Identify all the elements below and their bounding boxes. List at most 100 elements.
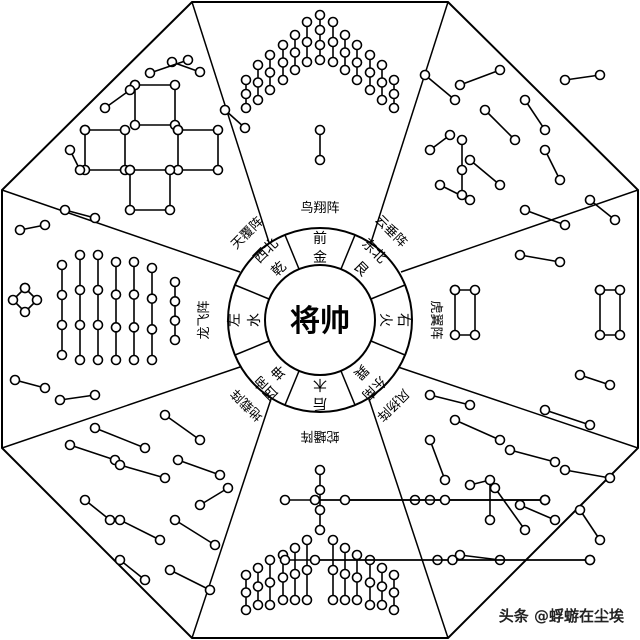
formation-node xyxy=(514,499,526,511)
formation-node xyxy=(351,549,363,561)
formation-node xyxy=(514,249,526,261)
formation-node xyxy=(7,294,19,306)
formation-node xyxy=(169,315,181,326)
formation-node xyxy=(364,67,376,78)
formation-node xyxy=(464,194,476,206)
formation-node xyxy=(419,69,431,81)
formation-node xyxy=(364,49,376,61)
formation-node xyxy=(59,204,71,216)
formation-link xyxy=(199,487,229,506)
center-label: 将帅 xyxy=(290,304,350,339)
formation-link xyxy=(459,69,501,86)
ring-element-east: 火 xyxy=(377,313,393,327)
formation-node xyxy=(434,179,446,191)
formation-node xyxy=(74,249,86,261)
formation-node xyxy=(327,564,339,576)
formation-node xyxy=(240,102,252,114)
formation-node xyxy=(456,134,468,146)
formation-node xyxy=(79,124,91,136)
formation-node xyxy=(74,319,86,331)
formation-node xyxy=(212,124,224,136)
formation-link xyxy=(484,109,516,141)
formation-node xyxy=(301,56,313,68)
formation-node xyxy=(376,562,388,574)
formation-node xyxy=(239,122,251,134)
formation-node xyxy=(56,259,68,271)
formation-node xyxy=(364,84,376,96)
formation-node xyxy=(154,534,166,546)
formation-node xyxy=(74,284,86,296)
formation-node xyxy=(264,84,276,96)
formation-node xyxy=(110,256,122,268)
formation-node xyxy=(388,587,400,598)
formation-node xyxy=(139,442,151,454)
formation-node xyxy=(519,94,531,106)
formation-node xyxy=(74,164,86,176)
formation-node xyxy=(584,554,596,566)
formation-node xyxy=(214,469,226,481)
formation-node xyxy=(494,179,506,191)
formation-node xyxy=(309,554,321,566)
formation-node xyxy=(144,67,156,79)
formation-node xyxy=(314,504,326,516)
formation-node xyxy=(119,124,131,136)
formation-node xyxy=(614,329,626,341)
formation-node xyxy=(128,322,140,333)
formation-node xyxy=(594,69,606,81)
formation-node xyxy=(277,57,289,68)
formation-node xyxy=(464,479,476,491)
formation-node xyxy=(240,569,252,581)
formation-link xyxy=(119,559,146,581)
formation-link xyxy=(119,519,161,541)
formation-node xyxy=(351,74,363,86)
formation-node xyxy=(539,124,551,136)
formation-node xyxy=(146,293,158,304)
formation-node xyxy=(301,594,313,606)
formation-node xyxy=(56,289,68,301)
formation-node xyxy=(301,534,313,546)
formation-node xyxy=(456,164,468,176)
formation-node xyxy=(609,214,621,226)
formation-link xyxy=(579,509,601,541)
watermark: 头条 @蜉蝣在尘埃 xyxy=(499,605,624,626)
formation-node xyxy=(549,514,561,526)
formation-node xyxy=(559,464,571,476)
formation-node xyxy=(454,79,466,91)
formation-node xyxy=(464,154,476,166)
formation-node xyxy=(314,524,326,536)
formation-node xyxy=(110,354,122,366)
formation-node xyxy=(519,204,531,216)
formation-link xyxy=(59,394,96,401)
formation-node xyxy=(376,599,388,611)
formation-link xyxy=(429,439,446,481)
formation-node xyxy=(240,74,252,86)
formation-node xyxy=(89,389,101,401)
formation-node xyxy=(92,354,104,366)
formation-node xyxy=(388,88,400,100)
formation-node xyxy=(584,419,596,431)
formation-node xyxy=(388,604,400,616)
formation-node xyxy=(240,88,252,100)
formation-node xyxy=(559,74,571,86)
formation-node xyxy=(212,164,224,176)
formation-node xyxy=(339,29,351,41)
formation-node xyxy=(89,422,101,434)
formation-node xyxy=(252,599,264,611)
formation-node xyxy=(301,564,313,576)
formation-patterns xyxy=(7,9,626,616)
formation-node xyxy=(504,444,516,456)
formation-link xyxy=(544,409,591,426)
formation-link xyxy=(494,487,526,531)
formation-node xyxy=(289,64,301,76)
formation-node xyxy=(279,554,291,566)
formation-node xyxy=(539,404,551,416)
formation-link xyxy=(469,159,501,186)
formation-node xyxy=(264,599,276,611)
formation-node xyxy=(114,554,126,566)
formation-node xyxy=(339,64,351,76)
formation-node xyxy=(339,542,351,554)
formation-node xyxy=(424,144,436,156)
formation-node xyxy=(277,594,289,606)
formation-node xyxy=(388,102,400,114)
formation-node xyxy=(194,499,206,511)
